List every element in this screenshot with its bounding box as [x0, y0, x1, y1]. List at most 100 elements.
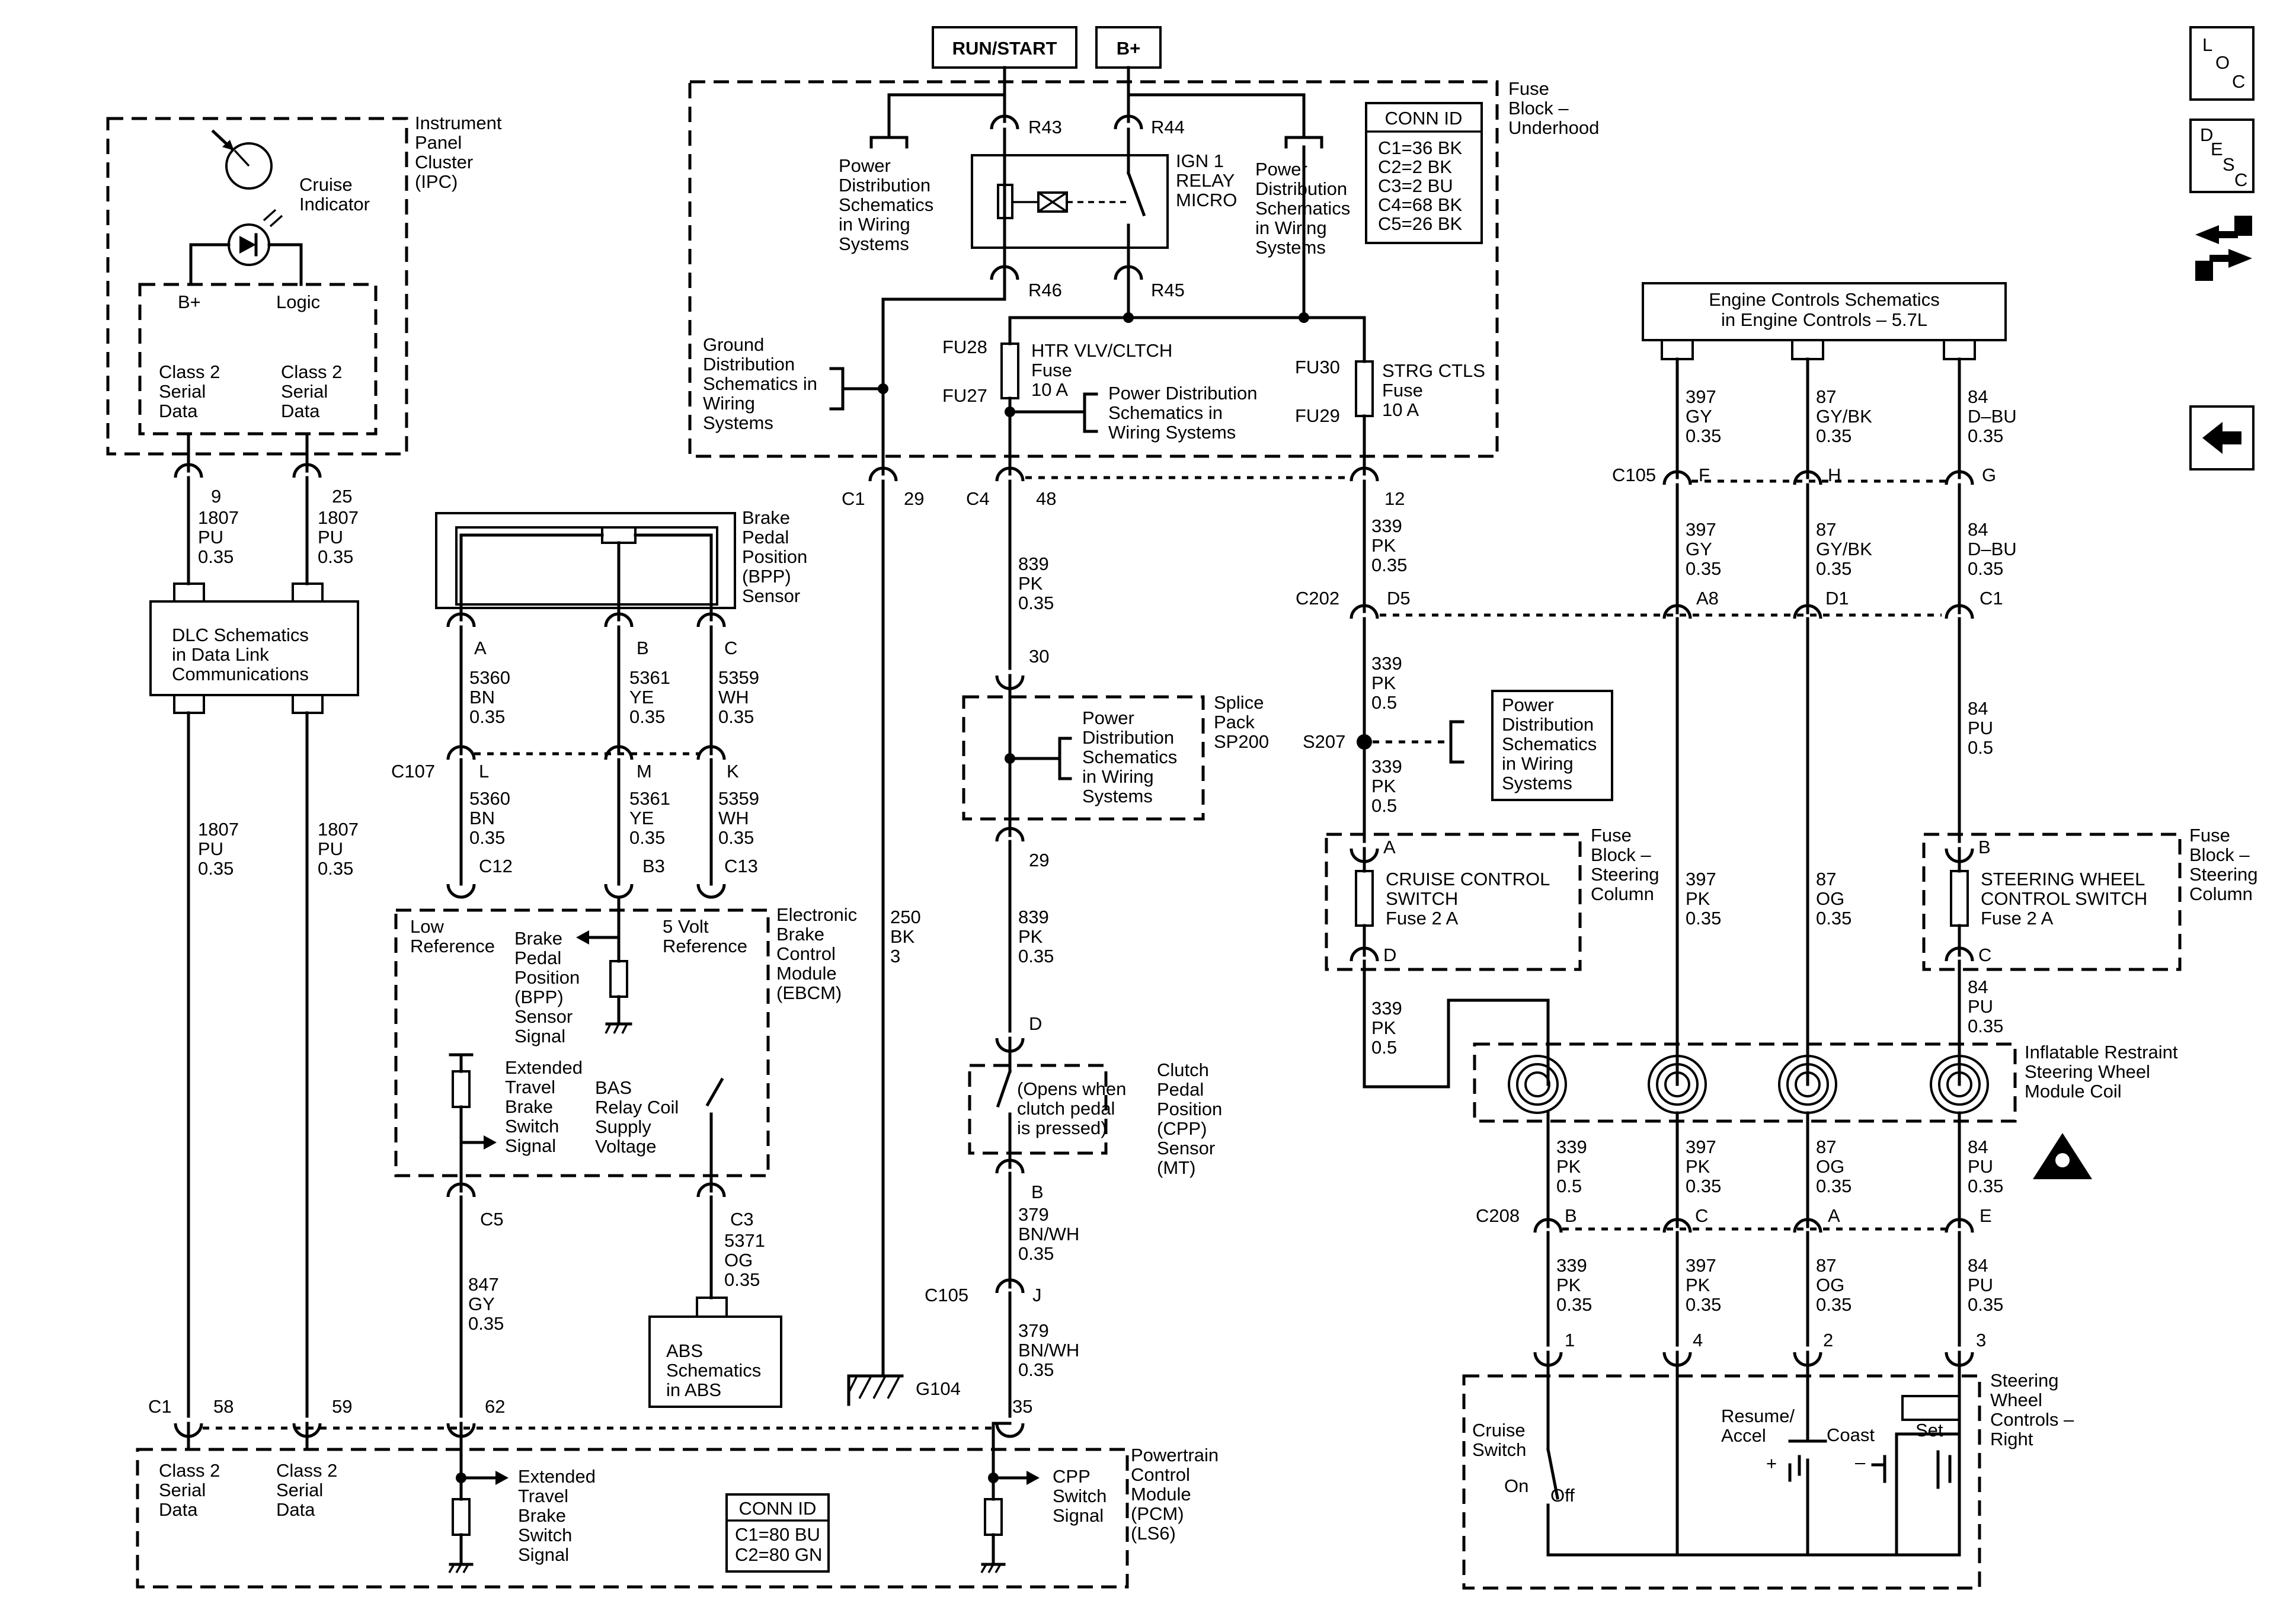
cruise-off-label: Off [1550, 1485, 1575, 1506]
fu27-label: FU27 [942, 385, 987, 406]
cruise-on-label: On [1504, 1475, 1528, 1496]
ipc-inner-outline [138, 283, 378, 436]
pin30-label: 30 [1029, 646, 1049, 667]
c208-label: C208 [1476, 1205, 1520, 1226]
resume-plus-label: + [1766, 1453, 1777, 1474]
c105-right-label: C105 [1612, 465, 1656, 485]
cpp-sensor-outline [968, 1064, 1108, 1155]
connector-icon[interactable] [2195, 216, 2252, 281]
fuse-block-underhood-outline [688, 80, 1499, 458]
back-arrow-icon[interactable] [2189, 405, 2255, 470]
svg-text:CONN ID: CONN ID [1385, 108, 1463, 129]
ebcm-c5: C5 [480, 1209, 504, 1230]
c105-pin-g: G [1982, 465, 1996, 485]
cc-pin-d: D [1383, 945, 1396, 965]
svg-text:C3=2 BU: C3=2 BU [1378, 175, 1453, 196]
c202-d1: D1 [1825, 588, 1849, 609]
swc-pin-2: 2 [1823, 1330, 1833, 1350]
engine-controls-box[interactable]: Engine Controls Schematics in Engine Con… [1642, 282, 2007, 341]
ebcm-b3: B3 [642, 856, 665, 876]
cpp-pin-d: D [1029, 1013, 1042, 1034]
set-label: Set [1916, 1420, 1943, 1441]
run-start-label: RUN/START [932, 26, 1077, 69]
fu30-label: FU30 [1295, 357, 1340, 377]
svg-text:in Engine Controls – 5.7L: in Engine Controls – 5.7L [1721, 309, 1927, 330]
pin25-label: 25 [332, 486, 352, 507]
indicator-lamp-icon [228, 209, 283, 266]
coil-1-icon [1508, 1055, 1567, 1114]
c105-pin-h: H [1828, 465, 1841, 485]
pcm-conn-id-box: CONN ID C1=80 BU C2=80 GN [725, 1493, 830, 1573]
coast-label: Coast [1827, 1425, 1875, 1445]
loc-icon[interactable]: L O C [2189, 26, 2255, 101]
c1-top-label: C1 [842, 488, 865, 509]
c107-pin-k: K [727, 761, 739, 782]
bpp-sensor-box [435, 512, 736, 609]
bplus-label: B+ [1095, 26, 1162, 69]
svg-text:C1=36 BK: C1=36 BK [1378, 137, 1463, 158]
pcm-outline [136, 1448, 1129, 1589]
sw-pin-b: B [1978, 837, 1991, 857]
ign1-relay [971, 154, 1169, 249]
bpp-pin-a: A [474, 638, 487, 658]
c4-label: C4 [966, 488, 990, 509]
ipc-outline [106, 117, 408, 456]
speedometer-icon [211, 129, 273, 190]
cpp-pin-b: B [1031, 1182, 1044, 1202]
airbag-warning-icon [2033, 1133, 2092, 1179]
pin29-splice-label: 29 [1029, 850, 1049, 870]
pin9-label: 9 [211, 486, 221, 507]
desc-icon[interactable]: D E S C [2189, 119, 2255, 193]
swc-pin-1: 1 [1565, 1330, 1575, 1350]
conn-id-box: CONN ID C1=36 BK C2=2 BK C3=2 BU C4=68 B… [1365, 102, 1483, 244]
r44-label: R44 [1151, 117, 1185, 137]
pin-j-label: J [1032, 1285, 1042, 1305]
svg-text:C: C [2232, 71, 2245, 92]
bpp-pin-c: C [724, 638, 737, 658]
svg-text:L: L [2202, 34, 2212, 55]
svg-text:C4=68 BK: C4=68 BK [1378, 194, 1463, 215]
pcm-pin62: 62 [485, 1396, 505, 1417]
